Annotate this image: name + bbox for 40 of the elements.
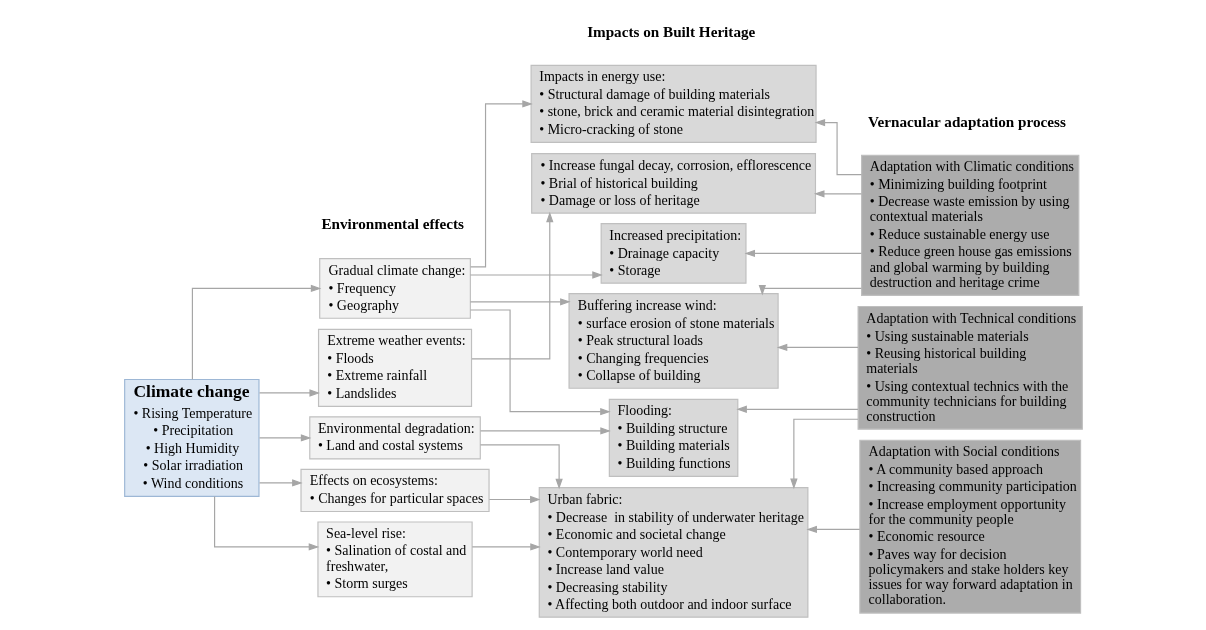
arrow xyxy=(258,389,320,397)
arrow xyxy=(469,298,571,306)
arrow xyxy=(805,525,860,534)
arrow xyxy=(258,479,303,487)
node-box: • Increase fungal decay, corrosion, efflorescence • Brial of historical building • Damage or loss of heritage xyxy=(530,152,816,214)
arrow xyxy=(479,444,563,490)
node-box: Increased precipitation: • Drainage capacity • Storage xyxy=(600,223,747,284)
label: Impacts on Built Heritage xyxy=(586,22,755,40)
arrow xyxy=(470,211,553,360)
arrow xyxy=(488,495,541,504)
arrow xyxy=(469,309,611,416)
arrow xyxy=(814,118,862,176)
node-box: Climate change • Rising Temperature • Precipitation • High Humidity • Solar irradiation • Wind conditions xyxy=(123,378,260,497)
arrow xyxy=(258,434,311,442)
node-box: Impacts in energy use: • Structural damage of building materials • stone, brick and ceramic material disintegration • Micro-cracking of stone xyxy=(530,64,817,144)
arrow xyxy=(191,284,321,380)
node-box: Flooding: • Building structure • Building materials • Building functions xyxy=(608,398,738,478)
node-box: Adaptation with Technical conditions • Using sustainable materials • Reusing historical building materials • Using contextual technics with the community technicians for building construction xyxy=(857,305,1083,430)
node-box: Extreme weather events: • Floods • Extreme rainfall • Landslides xyxy=(317,328,472,407)
node-box: Effects on ecosystems: • Changes for particular spaces xyxy=(299,468,490,513)
node-box: Adaptation with Climatic conditions • Minimizing building footprint • Decrease waste emission by using contextual materials • Reduce sustainable energy use • Reduce green house gas emissions and global warming by building destruction and heritage crime xyxy=(860,154,1079,297)
arrow xyxy=(776,343,859,352)
arrow xyxy=(758,284,862,296)
arrow xyxy=(789,418,859,490)
arrow xyxy=(469,271,603,279)
node-box: Buffering increase wind: • surface erosion of stone materials • Peak structural loads • Changing frequencies • Collapse of building xyxy=(567,293,779,389)
node-box: Adaptation with Social conditions • A community based approach • Increasing community participation • Increase employment opportunity for the community people • Economic resource • Paves way for decision policymakers and stake holders key issues for way forward adaptation in collaboration. xyxy=(858,439,1081,614)
label: Environmental effects xyxy=(320,215,464,233)
node-box: Urban fabric: • Decrease in stability of underwater heritage • Economic and societal change • Contemporary world need • Increase land value • Decreasing stability • Affecting both outdoor and indoor surface xyxy=(538,486,808,618)
arrow xyxy=(471,543,541,551)
arrow xyxy=(479,427,611,435)
arrow xyxy=(735,405,859,413)
node-box: Environmental degradation: • Land and costal systems xyxy=(308,416,481,460)
arrow xyxy=(213,496,319,551)
arrow xyxy=(813,190,862,198)
arrow xyxy=(469,100,533,268)
node-box: Gradual climate change: • Frequency • Geography xyxy=(318,258,471,319)
node-box: Sea-level rise: • Salination of costal and freshwater, • Storm surges xyxy=(316,521,473,598)
label: Vernacular adaptation process xyxy=(867,112,1066,130)
arrow xyxy=(744,249,862,258)
